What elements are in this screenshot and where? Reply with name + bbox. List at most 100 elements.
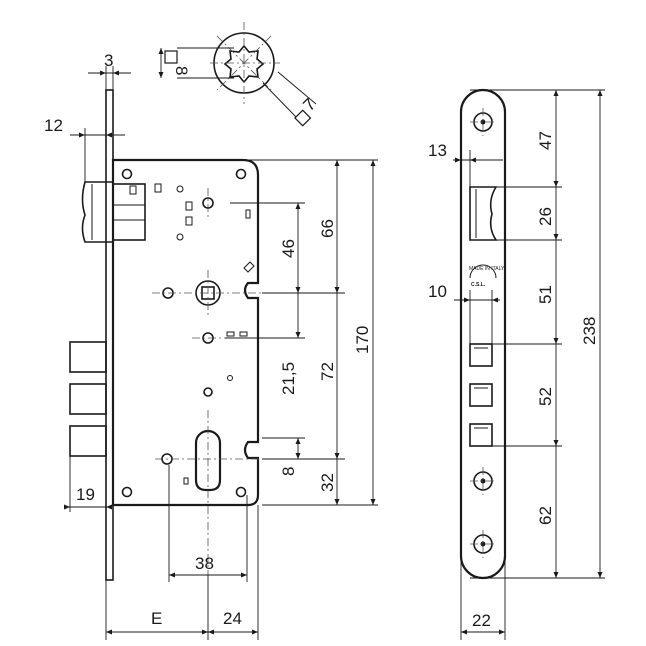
dimE-label: E bbox=[151, 609, 162, 628]
strike-bolt-opening-3 bbox=[469, 423, 493, 447]
dim170-label: 170 bbox=[353, 326, 372, 354]
square8-symbol bbox=[164, 50, 178, 64]
arrow-32-bottom bbox=[334, 499, 340, 505]
part-b bbox=[185, 201, 193, 211]
deadbolt-1 bbox=[69, 341, 107, 373]
arrow-21-bottom bbox=[295, 332, 301, 338]
square7-leader bbox=[262, 82, 297, 118]
latch-tail bbox=[112, 183, 146, 241]
strike-plate: MADE IN ITALY C.S.L. bbox=[459, 88, 507, 580]
arrow-12-left bbox=[79, 132, 85, 138]
arrow-E-left bbox=[106, 629, 112, 635]
part-i bbox=[239, 331, 248, 337]
strike-outline bbox=[459, 88, 507, 580]
latch-body bbox=[81, 181, 113, 243]
dim8-label: 8 bbox=[279, 467, 298, 476]
dim51-label: 51 bbox=[536, 285, 555, 304]
dim38-label: 38 bbox=[195, 554, 214, 573]
stamp-line1: MADE IN ITALY bbox=[469, 266, 505, 272]
deadbolts bbox=[69, 341, 107, 457]
left-dimensions: 3 12 19 bbox=[44, 51, 131, 512]
arrow-24-left bbox=[208, 629, 214, 635]
arrow-38-left bbox=[169, 572, 175, 578]
strike-bolt-opening-1 bbox=[469, 343, 493, 367]
arrow-8-top bbox=[295, 438, 301, 444]
arrow-66-bottom bbox=[334, 287, 340, 293]
arrowheads bbox=[64, 48, 603, 635]
strike-dimensions: 47 26 51 52 62 238 13 10 22 bbox=[428, 89, 605, 640]
case-screw-bottom-right bbox=[235, 486, 247, 498]
arrow-170-top bbox=[370, 160, 376, 166]
stamp-arc bbox=[469, 264, 497, 279]
dim72-label: 72 bbox=[318, 362, 337, 381]
square7-symbol bbox=[294, 109, 312, 127]
part-d bbox=[176, 185, 184, 193]
arrow-170-bottom bbox=[370, 499, 376, 505]
spindle-centerline-d2 bbox=[216, 35, 272, 91]
dim12-label: 12 bbox=[44, 116, 63, 135]
part-g bbox=[243, 261, 255, 273]
dim26-label: 26 bbox=[536, 207, 555, 226]
part-e bbox=[176, 233, 184, 241]
spindle-detail: 8 7 bbox=[160, 22, 320, 127]
arrow-19-left bbox=[64, 504, 70, 510]
square8-label: 8 bbox=[172, 66, 191, 75]
dim32-label: 32 bbox=[318, 473, 337, 492]
arrow-8sq-bottom bbox=[158, 72, 164, 78]
strike-latch-opening bbox=[469, 186, 498, 241]
arrow-3-left bbox=[100, 70, 106, 76]
part-j bbox=[227, 375, 233, 381]
square7-leader-2 bbox=[277, 71, 317, 105]
dim62-label: 62 bbox=[536, 506, 555, 525]
arrow-13-left bbox=[455, 157, 461, 163]
arrow-12-right bbox=[106, 132, 112, 138]
part-k bbox=[183, 477, 189, 485]
arrow-47-top bbox=[553, 90, 559, 96]
part-h bbox=[226, 331, 235, 337]
arrow-26-bottom bbox=[553, 234, 559, 240]
case-outline bbox=[111, 158, 260, 507]
part-f bbox=[245, 209, 251, 219]
part-l bbox=[129, 185, 137, 195]
lock-case bbox=[111, 158, 262, 575]
arrow-24-right bbox=[252, 629, 258, 635]
dim47-label: 47 bbox=[536, 131, 555, 150]
arrow-10-left bbox=[464, 297, 470, 303]
part-c bbox=[185, 216, 193, 226]
case-screw-top-left bbox=[121, 168, 133, 180]
arrow-238-top bbox=[597, 90, 603, 96]
dim238-label: 238 bbox=[580, 317, 599, 345]
made-in-italy-stamp: MADE IN ITALY C.S.L. bbox=[469, 264, 505, 288]
dim3-label: 3 bbox=[104, 51, 113, 70]
part-a bbox=[154, 183, 162, 193]
arrow-E-right bbox=[202, 629, 208, 635]
arrow-10-right bbox=[492, 297, 498, 303]
arrow-46-bottom bbox=[295, 287, 301, 293]
bottom-dimensions: 38 E 24 bbox=[105, 465, 259, 640]
dim19-label: 19 bbox=[76, 485, 95, 504]
arrow-51-bottom bbox=[553, 338, 559, 344]
arrow-66-top bbox=[334, 160, 340, 166]
arrow-72-bottom bbox=[334, 453, 340, 459]
arrow-38-right bbox=[241, 572, 247, 578]
stamp-line2: C.S.L. bbox=[471, 282, 486, 288]
dim24-label: 24 bbox=[223, 609, 242, 628]
arrow-52-bottom bbox=[553, 440, 559, 446]
arrow-22-right bbox=[499, 629, 505, 635]
arrow-19-right bbox=[106, 504, 112, 510]
arrow-47-bottom bbox=[553, 181, 559, 187]
case-hole-lower bbox=[203, 387, 213, 397]
strike-bolt-opening-2 bbox=[469, 383, 493, 407]
arrow-238-bottom bbox=[597, 572, 603, 578]
dim66-label: 66 bbox=[318, 219, 337, 238]
arrow-8sq-top bbox=[158, 48, 164, 54]
deadbolt-3 bbox=[69, 425, 107, 457]
dim10-label: 10 bbox=[428, 282, 447, 301]
dim22-label: 22 bbox=[472, 611, 491, 630]
arrow-8-bottom bbox=[295, 453, 301, 459]
arrow-46-top bbox=[295, 203, 301, 209]
case-screw-bottom-left bbox=[121, 486, 133, 498]
arrow-22-left bbox=[461, 629, 467, 635]
dim46-label: 46 bbox=[279, 239, 298, 258]
